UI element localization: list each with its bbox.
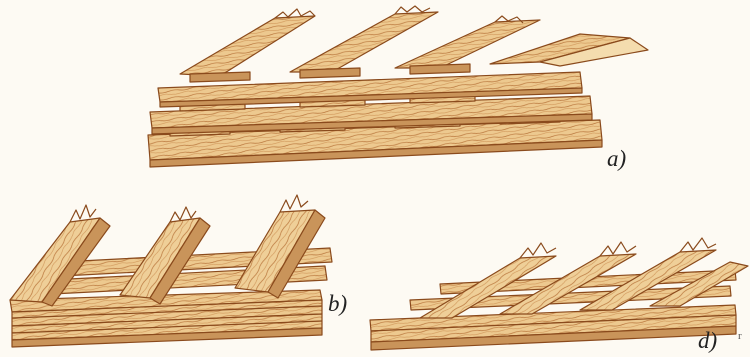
stack-a	[148, 6, 648, 167]
corner-mark: r	[738, 330, 742, 342]
stack-d	[370, 238, 748, 350]
label-b: b)	[328, 292, 347, 315]
label-a: a)	[607, 147, 626, 170]
stack-b	[10, 195, 332, 347]
label-d: d)	[698, 329, 717, 352]
